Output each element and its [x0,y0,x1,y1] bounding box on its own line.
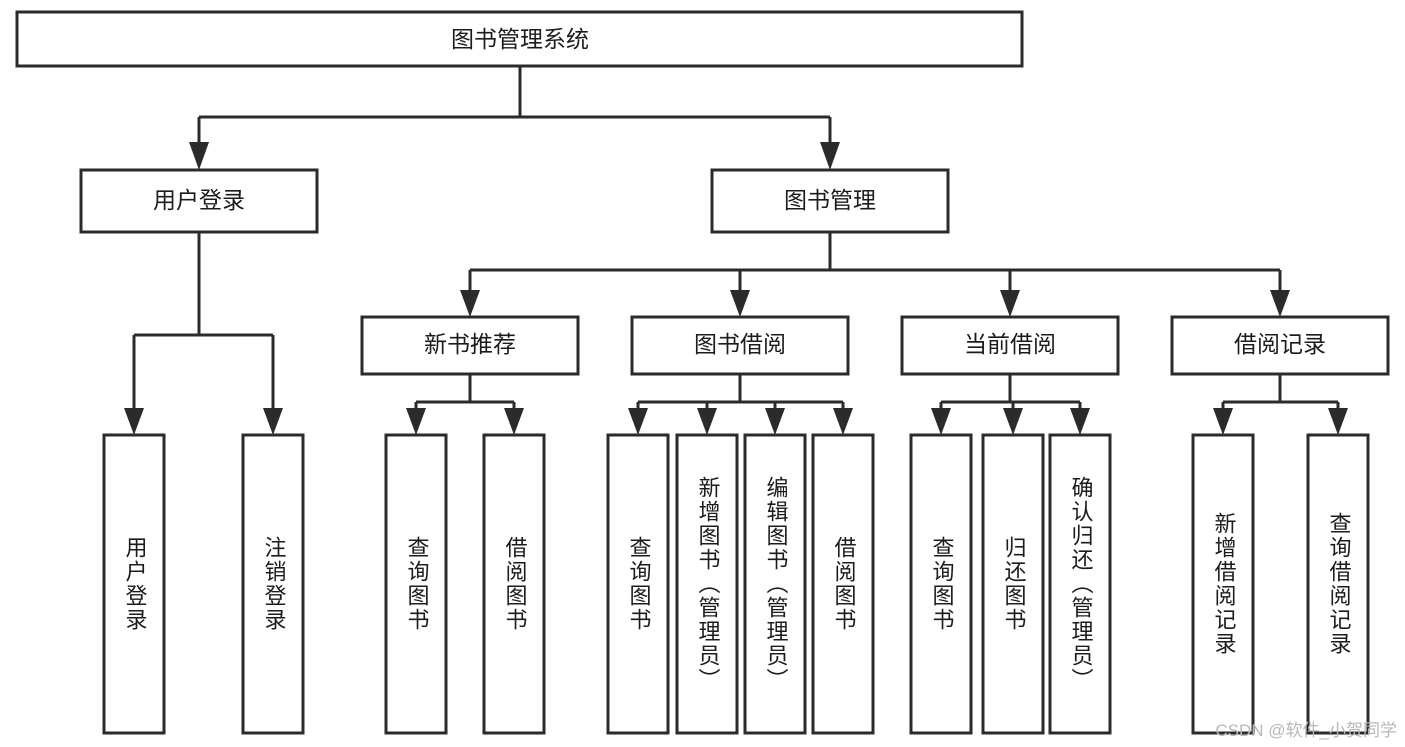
connector-currentborrow-to-leaves [939,374,1082,412]
arrow-to-leaf-user-login [124,408,144,435]
leaf-box-return-book[interactable] [981,433,1045,735]
leaf-box-borrow-book-1[interactable] [482,433,546,735]
leaf-box-query-book-2[interactable] [606,433,670,735]
connector-bookborrow-to-leaves [636,374,845,412]
arrow-to-leaf-add-record [1213,408,1233,435]
current-borrow-box[interactable] [900,315,1120,376]
leaf-box-confirm-return[interactable] [1048,433,1112,735]
arrow-to-leaf-query-book-1 [406,408,426,435]
borrow-record-label: 借阅记录 [1234,331,1326,357]
node-current-borrow[interactable]: 当前借阅 [900,315,1120,376]
leaf-box-borrow-book-2[interactable] [811,433,875,735]
leaf-box-user-login[interactable] [102,433,166,735]
borrow-record-box[interactable] [1170,315,1390,376]
book-manage-label: 图书管理 [784,187,876,213]
arrow-to-leaf-user-logout [263,408,283,435]
node-book-manage[interactable]: 图书管理 [710,168,950,234]
node-user-login[interactable]: 用户登录 [79,168,319,234]
arrow-to-book-borrow [730,290,750,317]
leaf-box-user-logout[interactable] [241,433,305,735]
book-borrow-label: 图书借阅 [694,331,786,357]
root-label: 图书管理系统 [451,26,589,52]
current-borrow-label: 当前借阅 [964,331,1056,357]
node-root[interactable]: 图书管理系统 [15,10,1024,68]
root-box[interactable] [15,10,1024,68]
leaf-box-edit-book[interactable] [743,433,807,735]
arrow-to-user-login [189,142,209,170]
book-borrow-box[interactable] [630,315,850,376]
leaf-box-query-book-1[interactable] [384,433,448,735]
leaf-box-add-book[interactable] [675,433,739,735]
connector-bookmanage-to-level3 [468,232,1282,294]
leaf-box-query-record[interactable] [1306,433,1370,735]
arrow-to-leaf-query-book-3 [931,408,951,435]
csdn-watermark: CSDN @软件_小贺同学 [1215,721,1397,740]
leaf-box-add-record[interactable] [1191,433,1255,735]
user-login-label: 用户登录 [153,187,245,213]
leaf-box-layer [102,433,1370,735]
arrow-to-leaf-query-record [1328,408,1348,435]
node-new-book-rec[interactable]: 新书推荐 [360,315,580,376]
arrow-to-leaf-confirm-return [1070,408,1090,435]
new-book-rec-label: 新书推荐 [424,331,516,357]
arrow-to-leaf-borrow-book-1 [504,408,524,435]
arrow-to-leaf-query-book-2 [628,408,648,435]
connector-newbook-to-leaves [414,374,516,412]
new-book-rec-box[interactable] [360,315,580,376]
arrow-to-borrow-record [1270,290,1290,317]
book-manage-box[interactable] [710,168,950,234]
user-login-box[interactable] [79,168,319,234]
arrow-to-leaf-return-book [1003,408,1023,435]
node-borrow-record[interactable]: 借阅记录 [1170,315,1390,376]
node-book-borrow[interactable]: 图书借阅 [630,315,850,376]
arrow-to-book-manage [820,142,840,170]
connector-borrowrecord-to-leaves [1221,374,1340,412]
arrow-to-current-borrow [1000,290,1020,317]
leaf-box-query-book-3[interactable] [909,433,973,735]
arrow-to-leaf-borrow-book-2 [833,408,853,435]
arrow-to-leaf-add-book [697,408,717,435]
arrow-to-new-book-rec [460,290,480,317]
arrow-to-leaf-edit-book [765,408,785,435]
connector-userlogin-to-leaves [132,232,275,412]
connector-layer [124,66,1348,435]
connector-root-to-level2 [197,66,832,146]
